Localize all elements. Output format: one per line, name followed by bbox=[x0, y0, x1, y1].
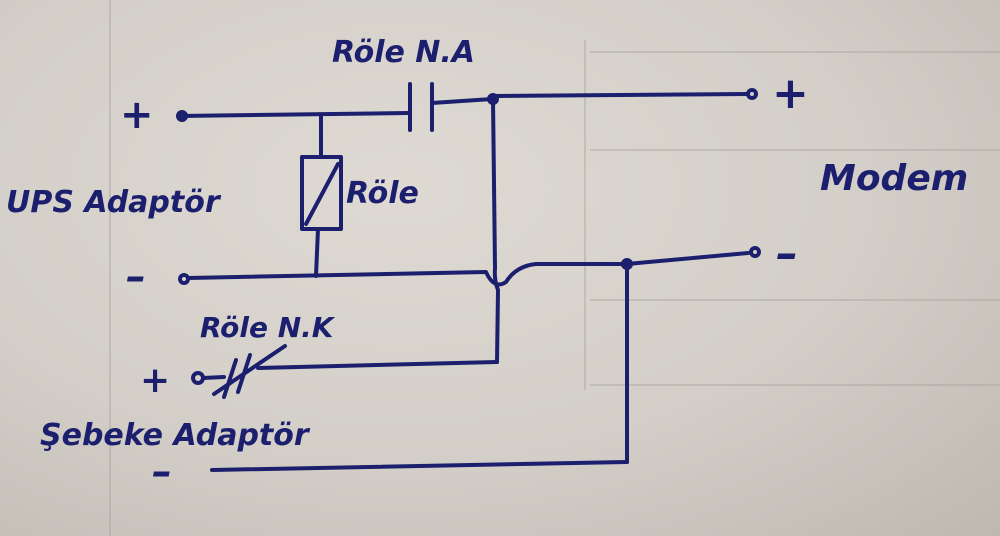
relay-nc-contact bbox=[212, 344, 287, 399]
nc-return-wire bbox=[256, 360, 499, 370]
ups-minus-terminal bbox=[178, 273, 190, 285]
grid-plus-wire bbox=[201, 375, 226, 380]
modem-minus-sign: – bbox=[776, 228, 798, 279]
grid-plus-sign: + bbox=[140, 360, 170, 401]
relay-nc-label: Röle N.K bbox=[200, 311, 336, 344]
relay-no-contact bbox=[408, 82, 434, 132]
ups-adaptor-label: UPS Adaptör bbox=[6, 185, 222, 220]
ups-plus-terminal bbox=[176, 110, 188, 122]
relay-no-label: Röle N.A bbox=[332, 35, 475, 70]
modem-label: Modem bbox=[820, 158, 968, 199]
relay-coil bbox=[300, 155, 343, 231]
grid-minus-sign: – bbox=[152, 449, 172, 495]
modem-plus-terminal bbox=[746, 88, 758, 100]
coil-bottom-wire bbox=[314, 227, 320, 278]
ups-minus-sign: – bbox=[126, 254, 146, 300]
modem-minus-terminal bbox=[749, 246, 761, 258]
modem-plus-sign: + bbox=[772, 68, 809, 119]
grid-minus-wire bbox=[210, 460, 629, 472]
no-contact-out-wire bbox=[430, 97, 494, 105]
ups-plus-sign: + bbox=[120, 92, 154, 138]
grid-adaptor-label: Şebeke Adaptör bbox=[40, 418, 311, 453]
paper-show-through bbox=[109, 0, 1000, 536]
ups-minus-wire bbox=[186, 262, 627, 287]
common-vertical-wire bbox=[491, 97, 500, 364]
relay-coil-label: Röle bbox=[346, 176, 419, 211]
modem-plus-wire bbox=[491, 92, 750, 98]
modem-minus-wire bbox=[625, 251, 750, 266]
ups-plus-wire bbox=[176, 111, 410, 118]
